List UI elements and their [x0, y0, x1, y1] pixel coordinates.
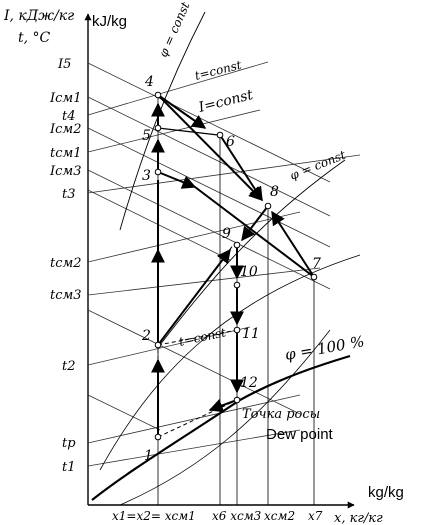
point-3-marker: [154, 168, 162, 176]
point-10-marker: [233, 281, 241, 289]
y-axis-title-t: t, °C: [18, 30, 51, 46]
x-tick-x6xcm3: x6 xсм3: [212, 509, 262, 523]
y-tick-Icm1: Iсм1: [49, 91, 81, 106]
x-tick-x7: x7: [308, 509, 323, 523]
y-tick-t4: t4: [62, 109, 76, 124]
y-tick-tcm1: tсм1: [50, 146, 82, 161]
axis-titles: I, кДж/кг kJ/kg t, °C kg/kg x, кг/кг: [3, 8, 404, 525]
label-point-6: 6: [226, 134, 235, 150]
point-12-marker: [233, 396, 241, 404]
point-5-marker: [154, 124, 162, 132]
y-tick-t3: t3: [62, 187, 76, 202]
phi-100-curve: [91, 354, 351, 501]
process-6-8: [219, 134, 263, 202]
x-axis-title-en: kg/kg: [368, 484, 404, 501]
label-point-12: 12: [240, 375, 258, 391]
process-5-6: [157, 127, 219, 136]
label-I-const: I=const: [196, 87, 255, 116]
process-8-9: [241, 205, 269, 242]
label-phi-const-right: φ = const: [288, 148, 348, 183]
humidity-curves: [91, 11, 361, 506]
phi-const-top-curve: [119, 11, 206, 231]
point-4-marker: [154, 91, 162, 99]
process-12-1: [208, 399, 238, 413]
label-dew-point-ru: Точка росы: [242, 407, 320, 422]
point-6-marker: [216, 131, 224, 139]
phi-low-curve: [119, 329, 331, 506]
phi-mid-curve: [99, 254, 361, 471]
label-point-4: 4: [144, 74, 154, 90]
label-point-1: 1: [144, 448, 153, 464]
point-2-marker: [154, 341, 162, 349]
label-t-const-top: t=const: [193, 58, 243, 83]
process-2-9: [157, 248, 231, 346]
x-tick-x1x2cm1: x1=x2= xсм1: [112, 509, 196, 523]
label-phi-const-top: φ = const: [156, 0, 193, 59]
y-axis-title-en: kJ/kg: [92, 13, 127, 30]
label-point-7: 7: [312, 256, 321, 272]
point-11-marker: [233, 326, 241, 334]
label-dew-point-en: Dew point: [266, 426, 334, 443]
label-point-8: 8: [270, 184, 279, 200]
point-9-marker: [233, 241, 241, 249]
y-tick-Icm2: Iсм2: [49, 122, 81, 137]
label-point-2: 2: [141, 328, 151, 344]
process-3-8: [157, 171, 197, 189]
point-8-marker: [264, 202, 272, 210]
state-points: [154, 91, 318, 441]
label-point-11: 11: [242, 326, 260, 342]
axes: [84, 13, 355, 509]
y-tick-tp: tр: [62, 436, 76, 451]
process-7-8: [271, 210, 315, 278]
label-point-5: 5: [142, 128, 151, 144]
label-point-9: 9: [222, 226, 231, 242]
y-axis-title: I, кДж/кг: [3, 8, 74, 24]
label-point-10: 10: [240, 264, 258, 280]
y-tick-t2: t2: [62, 359, 76, 374]
point-labels: 1 2 3 4 5 6 7 8 9 10 11 12: [141, 74, 321, 464]
y-tick-I5: I5: [57, 57, 71, 72]
label-point-3: 3: [142, 168, 151, 184]
y-tick-t1: t1: [62, 460, 76, 475]
x-tick-labels: x1=x2= xсм1 x6 xсм3 xсм2 x7: [112, 509, 323, 523]
process-4-8: [157, 94, 263, 201]
point-1-marker: [154, 433, 162, 441]
x-tick-xcm2: xсм2: [264, 509, 295, 523]
y-tick-labels: I5 Iсм1 t4 Iсм2 tсм1 Iсм3 t3 tсм2 tсм3 t…: [49, 57, 82, 475]
process-lines: [151, 94, 315, 437]
y-tick-Icm3: Iсм3: [49, 164, 81, 179]
y-tick-tcm3: tсм3: [50, 288, 82, 303]
point-7-marker: [310, 273, 318, 281]
process-4-6: [157, 94, 207, 129]
y-tick-tcm2: tсм2: [50, 256, 82, 271]
x-axis-title-ru: x, кг/кг: [334, 511, 383, 525]
phi-const-right-curve: [159, 159, 346, 346]
